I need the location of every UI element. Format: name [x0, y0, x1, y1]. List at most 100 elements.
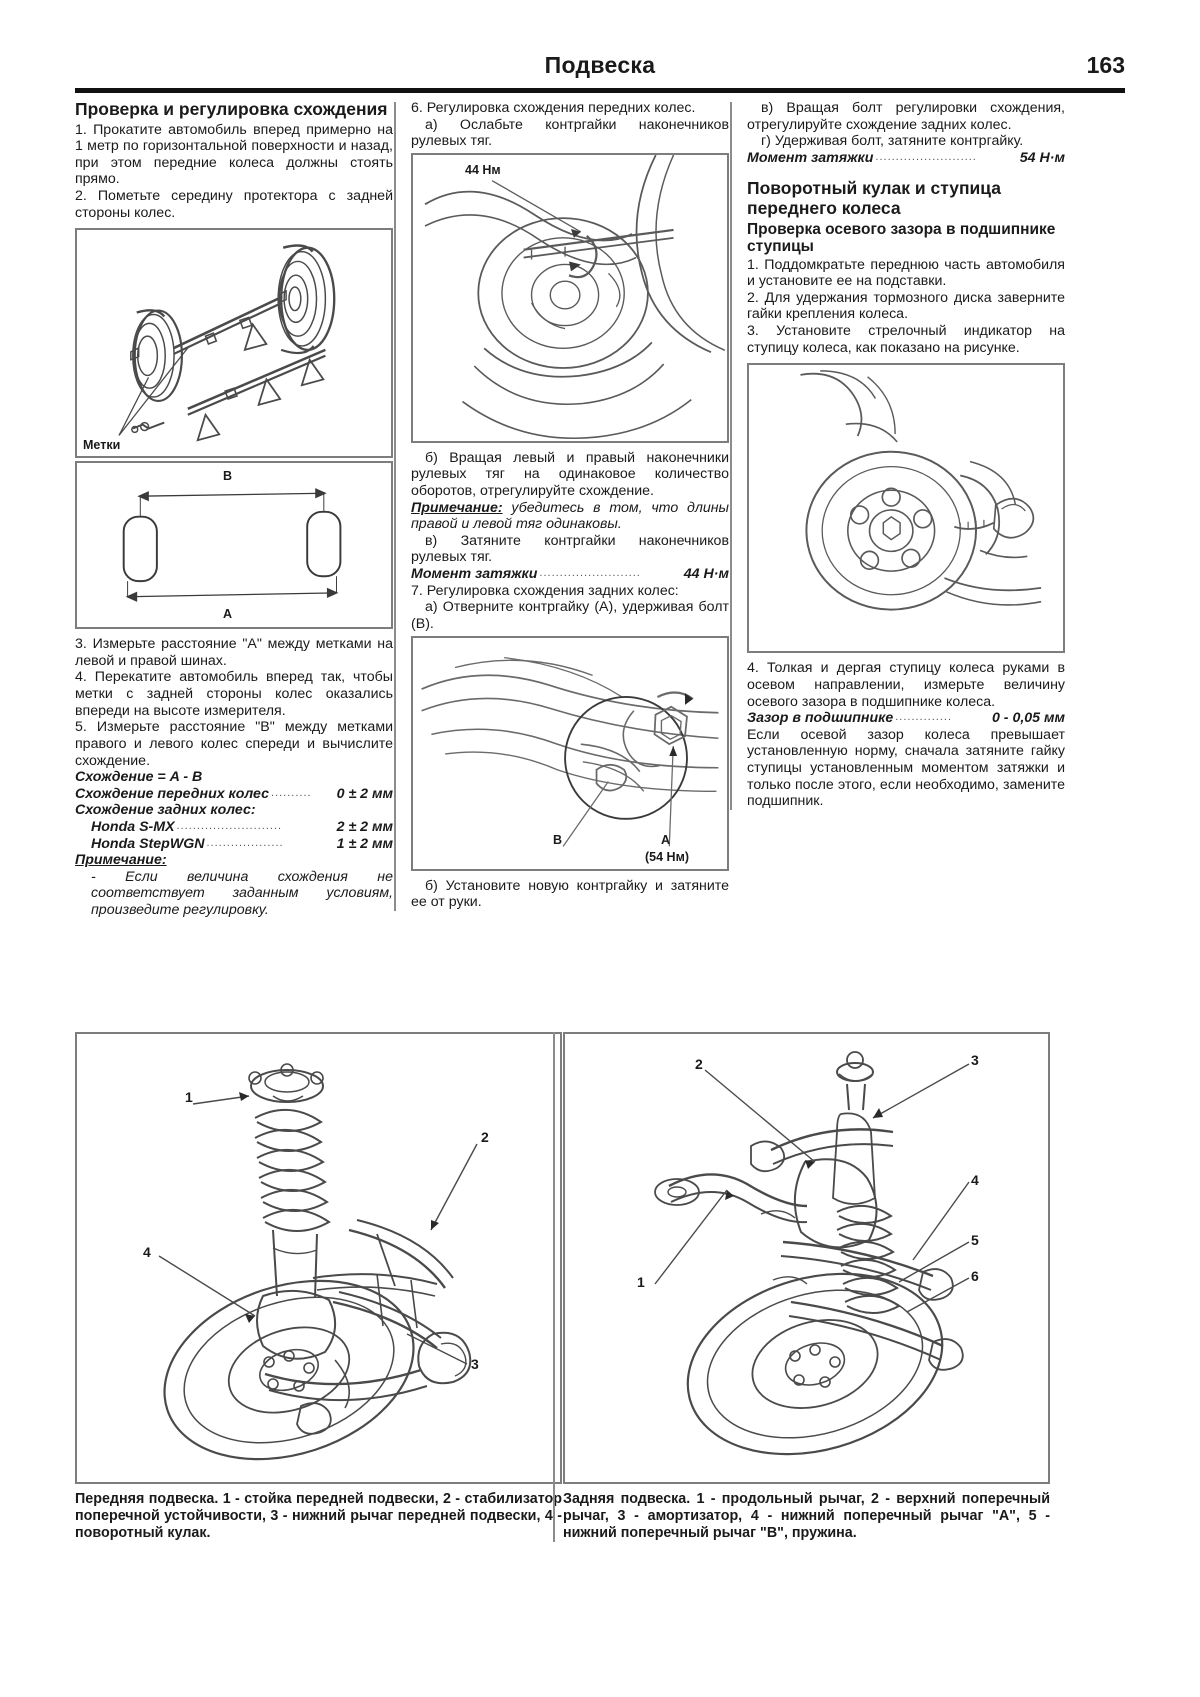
figure-rear-bolt-label-a: A: [661, 832, 671, 847]
rear-callout-3: 3: [971, 1052, 979, 1068]
spec-stepwgn: Honda StepWGN ................... 1 ± 2 …: [75, 836, 393, 853]
front-callout-1: 1: [185, 1089, 193, 1105]
spec-rear-toe-header: Схождение задних колес:: [75, 802, 393, 819]
rear-callout-6: 6: [971, 1268, 979, 1284]
figure-rear-bolt-label-a-torque: (54 Нм): [645, 849, 689, 864]
figure-tie-rod-44nm: 44 Нм: [411, 152, 729, 443]
step-6v-text: в) Затяните контргайки наконечников руле…: [411, 532, 729, 566]
section-heading-toe-check: Проверка и регулировка схождения: [75, 99, 388, 119]
spec-bearing-play: Зазор в подшипнике .............. 0 - 0,…: [747, 710, 1065, 727]
front-callout-2: 2: [481, 1129, 489, 1145]
spec-bearing-play-dots: ..............: [895, 711, 953, 724]
column-left: Проверка и регулировка схождения 1. Прок…: [75, 99, 393, 919]
page-header: Подвеска 163: [75, 52, 1125, 92]
spec-torque-col3: Момент затяжки .........................…: [747, 150, 1065, 167]
figure-rear-bolt-label-b: B: [553, 832, 563, 847]
spec-torque-col3-label: Момент затяжки: [747, 149, 874, 166]
step-6a-text: а) Ослабьте контргайки наконечников руле…: [411, 116, 729, 150]
note-body-col1: - Если величина схождения не соответству…: [91, 868, 393, 918]
figure-tie-rod-label-torque: 44 Нм: [465, 162, 501, 177]
page-number: 163: [1086, 52, 1125, 78]
spec-torque-col2-value: 44 Н·м: [683, 566, 729, 583]
figure-hub-dial-drawing: [800, 370, 1042, 611]
figure-ab-schematic-drawing: [122, 488, 342, 603]
figure-ab-label-a: A: [223, 607, 233, 622]
spec-bearing-play-label: Зазор в подшипнике: [747, 710, 894, 727]
spec-front-toe-label: Схождение передних колес: [75, 785, 270, 802]
step-7a-text: а) Отверните контргайку (A), удерживая б…: [411, 599, 729, 632]
spec-rear-toe-label: Схождение задних колес:: [75, 802, 256, 819]
figure-ab-schematic: B A: [75, 461, 393, 630]
figure-rear-toe-bolt: B A (54 Нм): [411, 635, 729, 871]
spec-smx-label: Honda S-MX: [91, 818, 175, 835]
rear-callout-2: 2: [695, 1056, 703, 1072]
figure-toe-gauge-drawing: [118, 244, 336, 442]
figure-front-suspension: 1 2 3 4: [75, 1032, 562, 1484]
hub-step-5-text: Если осевой зазор колеса превышает устан…: [747, 726, 1065, 810]
figure-front-suspension-drawing: [158, 1063, 478, 1461]
spec-torque-col3-value: 54 Н·м: [1019, 149, 1065, 166]
page-title: Подвеска: [544, 52, 656, 78]
spec-toe-formula-label: Схождение = A - B: [75, 769, 203, 786]
rear-callout-1: 1: [637, 1274, 645, 1290]
hub-step-2-text: 2. Для удержания тормозного диска заверн…: [747, 289, 1065, 323]
subsection-heading-axial-play: Проверка осевого зазора в подшипнике сту…: [747, 220, 1056, 256]
spec-toe-formula: Схождение = A - B: [75, 769, 393, 786]
header-divider: [75, 88, 1125, 93]
step-5-text: 5. Измерьте расстояние "B" между метками…: [75, 719, 393, 769]
note-col2-title: Примечание:: [411, 499, 503, 516]
note-col2: Примечание: убедитесь в том, что длины п…: [411, 500, 729, 533]
step-6-text: 6. Регулировка схождения передних колес.: [411, 100, 696, 116]
note-col2-body: убедитесь в том, что длины правой и лево…: [411, 499, 729, 533]
rear-callout-5: 5: [971, 1232, 979, 1248]
figure-hub-dial-indicator: [747, 363, 1065, 654]
spec-torque-col2-dots: .........................: [539, 567, 641, 580]
step-1-text: 1. Прокатите автомобиль вперед примерно …: [75, 121, 393, 188]
spec-front-toe: Схождение передних колес .......... 0 ± …: [75, 786, 393, 803]
column-middle: 6. Регулировка схождения передних колес.…: [394, 100, 729, 911]
step-3-text: 3. Измерьте расстояние "A" между метками…: [75, 636, 393, 669]
step-7v-text: в) Вращая болт регулировки схождения, от…: [747, 100, 1065, 133]
step-7g-text: г) Удерживая болт, затяните контргайку.: [761, 133, 1024, 150]
front-suspension-panel: 1 2 3 4 Передняя подвеска. 1 - стойка пе…: [75, 1032, 562, 1542]
spec-torque-col2-label: Момент затяжки: [411, 566, 538, 583]
step-7b-text: б) Установите новую контргайку и затянит…: [411, 877, 729, 911]
three-column-body: Проверка и регулировка схождения 1. Прок…: [75, 99, 1125, 1030]
front-suspension-caption: Передняя подвеска. 1 - стойка передней п…: [75, 1491, 562, 1542]
rear-suspension-caption: Задняя подвеска. 1 - продольный рычаг, 2…: [563, 1491, 1050, 1542]
figure-toe-gauge: Метки: [75, 228, 393, 459]
spec-stepwgn-label: Honda StepWGN: [91, 835, 205, 852]
front-callout-4: 4: [143, 1244, 151, 1260]
figure-rear-suspension: 1 2 3 4 5 6: [563, 1032, 1050, 1484]
rear-suspension-panel: 1 2 3 4 5 6 Задняя подвеска. 1 - продоль…: [553, 1032, 1050, 1543]
hub-step-4-text: 4. Толкая и дергая ступицу колеса руками…: [747, 660, 1065, 710]
spec-bearing-play-value: 0 - 0,05 мм: [991, 710, 1065, 727]
spec-stepwgn-dots: ...................: [206, 836, 284, 849]
figure-rear-toe-bolt-drawing: [421, 656, 719, 847]
step-4-text: 4. Перекатите автомобиль вперед так, что…: [75, 669, 393, 719]
spec-torque-col2: Момент затяжки .........................…: [411, 566, 729, 583]
bottom-figures: 1 2 3 4 Передняя подвеска. 1 - стойка пе…: [75, 1032, 1125, 1632]
figure-rear-suspension-drawing: [654, 1051, 970, 1456]
hub-step-1-text: 1. Поддомкратьте переднюю часть автомоби…: [747, 256, 1065, 290]
front-callout-3: 3: [471, 1356, 479, 1372]
step-6b-text: б) Вращая левый и правый наконечники рул…: [411, 449, 729, 500]
spec-smx-dots: ..........................: [176, 819, 283, 832]
figure-toe-gauge-label-marks: Метки: [83, 438, 121, 453]
spec-torque-col3-dots: .........................: [875, 150, 977, 163]
step-7-text: 7. Регулировка схождения задних колес:: [411, 582, 679, 599]
spec-smx: Honda S-MX .......................... 2 …: [75, 819, 393, 836]
spec-front-toe-dots: ..........: [271, 786, 312, 799]
figure-tie-rod-drawing: [424, 154, 726, 439]
spec-front-toe-value: 0 ± 2 мм: [336, 785, 393, 802]
column-right: в) Вращая болт регулировки схождения, от…: [730, 100, 1065, 810]
spec-stepwgn-value: 1 ± 2 мм: [336, 835, 393, 852]
figure-ab-label-b: B: [223, 469, 233, 484]
rear-callout-4: 4: [971, 1172, 979, 1188]
section-heading-knuckle-hub: Поворотный кулак и ступица переднего кол…: [747, 178, 1001, 219]
note-title-col1-text: Примечание:: [75, 852, 167, 869]
step-2-text: 2. Пометьте середину протектора с задней…: [75, 188, 393, 221]
hub-step-3-text: 3. Установите стрелочный индикатор на ст…: [747, 323, 1065, 356]
spec-smx-value: 2 ± 2 мм: [336, 818, 393, 835]
